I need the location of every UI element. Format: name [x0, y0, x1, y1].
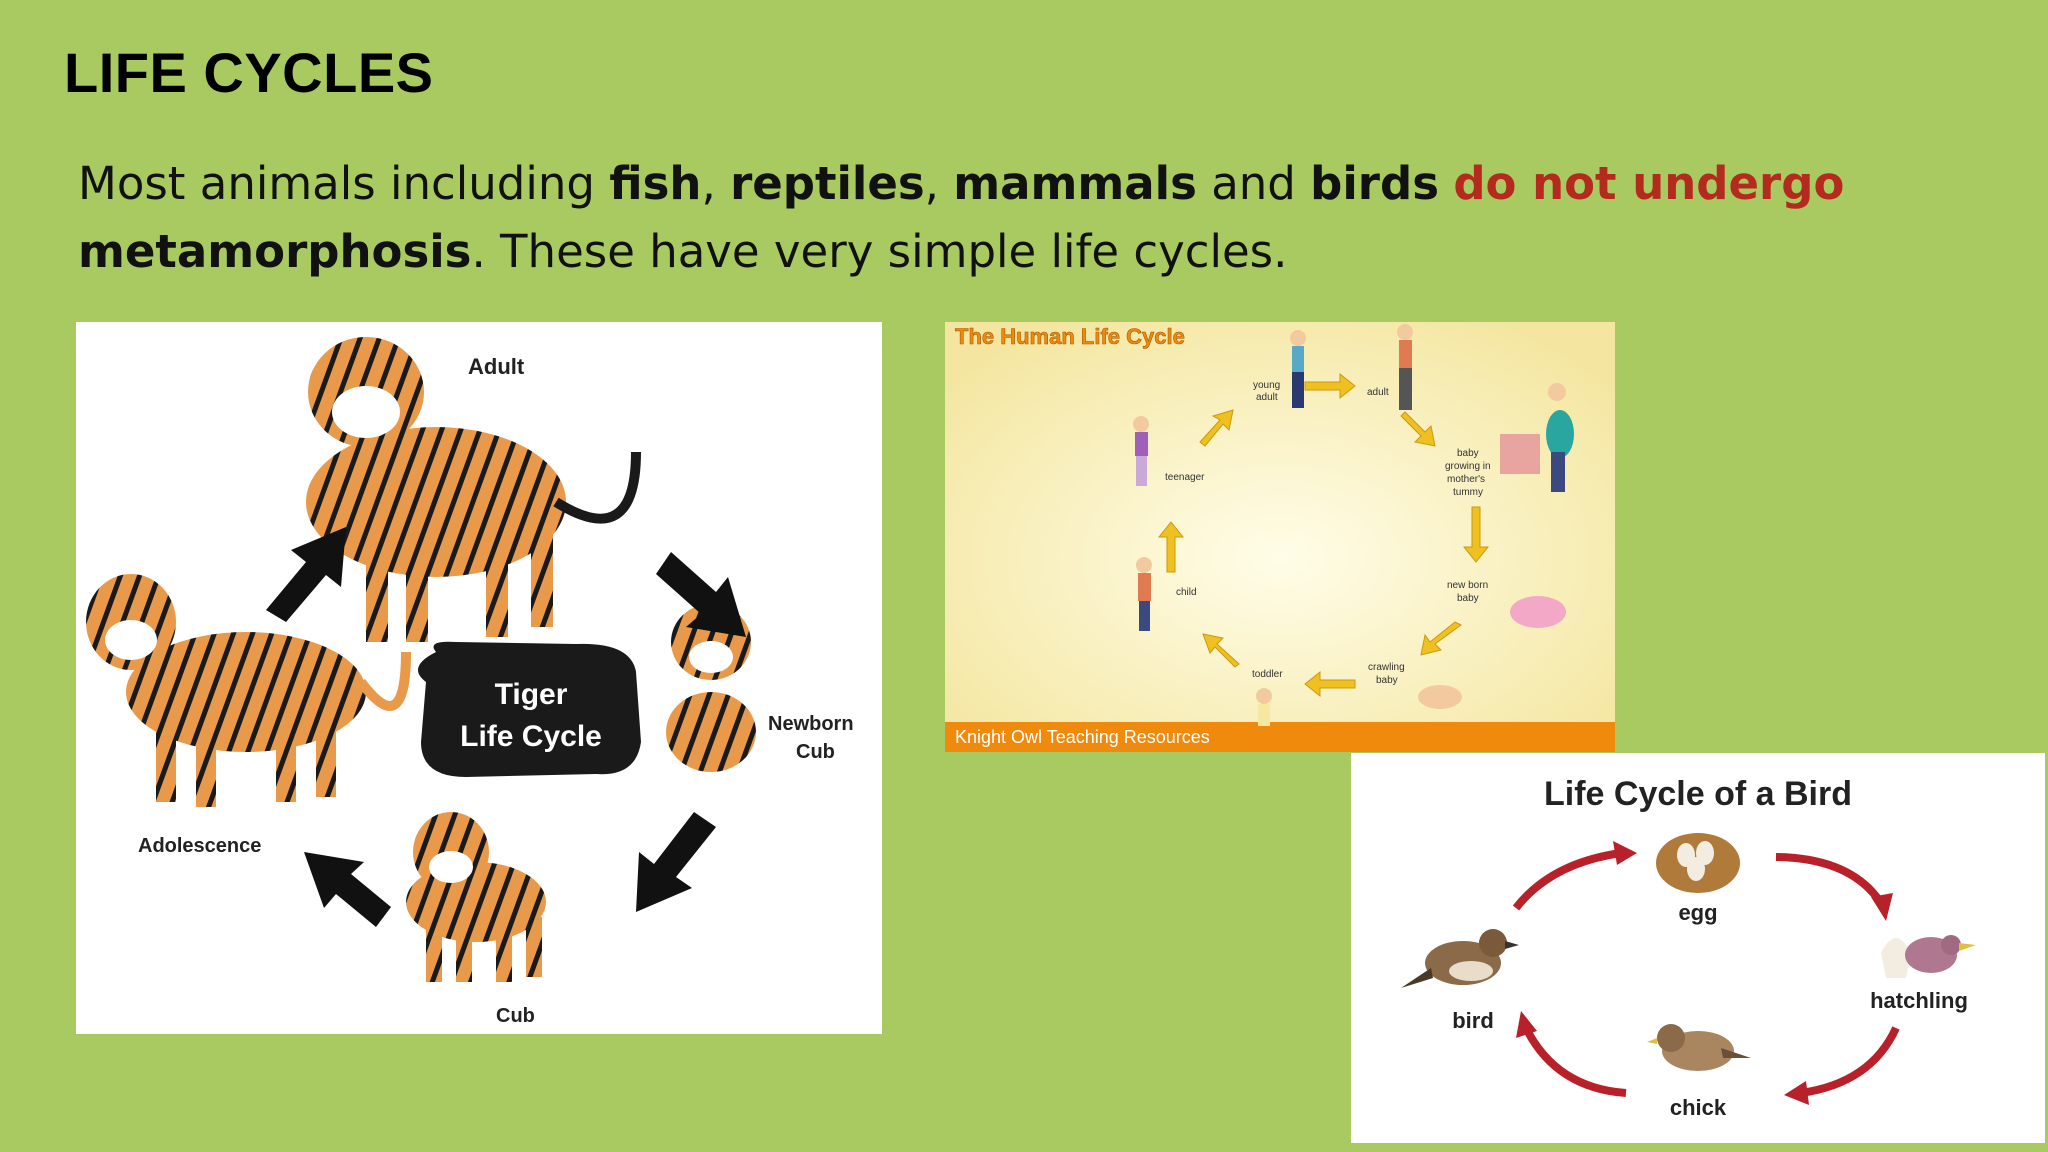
bird-stage-chick: chick: [1670, 1095, 1727, 1120]
human-stage-teenager: teenager: [1165, 472, 1205, 483]
human-stage-crawling-baby: baby: [1376, 675, 1398, 686]
intro-metamorphosis: metamorphosis: [78, 225, 472, 278]
bird-life-cycle-image: Life Cycle of a Bird egg: [1351, 753, 2045, 1143]
human-stage-child: child: [1176, 587, 1197, 598]
cycle-arrow: [266, 527, 346, 622]
bird-illustration: [1401, 929, 1519, 988]
hatchling-illustration: [1881, 935, 1976, 978]
intro-text: ,: [701, 157, 731, 210]
slide-title: LIFE CYCLES: [64, 41, 434, 104]
tiger-stage-adolescence: Adolescence: [138, 835, 261, 857]
intro-birds: birds: [1310, 157, 1439, 210]
human-stage-toddler: toddler: [1252, 669, 1283, 680]
intro-mammals: mammals: [953, 157, 1197, 210]
footer-bar: [945, 722, 1615, 752]
human-diagram: The Human Life Cycle Knight Owl Teaching…: [945, 322, 1615, 752]
tiger-center-badge: [418, 641, 641, 777]
intro-text: Most animals including: [78, 157, 610, 210]
intro-text: [1439, 157, 1453, 210]
bird-cycle-arrows: [1512, 849, 1900, 1097]
bird-stage-hatchling: hatchling: [1870, 988, 1968, 1013]
tiger-life-cycle-image: Adult Adolescence Newborn Cub: [76, 322, 882, 1034]
cycle-arrow: [656, 552, 746, 637]
adult-tiger-illustration: [306, 337, 641, 642]
bird-stage-egg: egg: [1678, 900, 1717, 925]
human-life-cycle-image: The Human Life Cycle Knight Owl Teaching…: [945, 322, 1615, 752]
intro-paragraph: Most animals including fish, reptiles, m…: [78, 150, 1938, 286]
tiger-stage-newborn: Newborn: [768, 713, 854, 735]
intro-text: and: [1196, 157, 1311, 210]
human-footer: Knight Owl Teaching Resources: [955, 727, 1210, 747]
cycle-arrow: [304, 852, 391, 927]
intro-fish: fish: [609, 157, 702, 210]
human-stage-baby: baby: [1457, 448, 1479, 459]
cub-tiger-illustration: [406, 812, 546, 982]
human-title: The Human Life Cycle: [955, 324, 1185, 349]
newborn-cub-illustration: [666, 604, 756, 772]
bird-stage-bird: bird: [1452, 1008, 1494, 1033]
chick-illustration: [1647, 1024, 1751, 1071]
tiger-stage-cub: Cub: [496, 1005, 535, 1027]
human-cycle-arrows: [1157, 372, 1490, 698]
human-stage-young: young: [1253, 380, 1280, 391]
human-stage-baby-tummy: tummy: [1453, 487, 1483, 498]
bird-title: Life Cycle of a Bird: [1544, 775, 1852, 813]
intro-reptiles: reptiles: [730, 157, 925, 210]
human-stage-adult: adult: [1367, 387, 1389, 398]
human-stage-newborn: new born: [1447, 580, 1488, 591]
tiger-diagram: Adult Adolescence Newborn Cub: [86, 337, 854, 1027]
adolescent-tiger-illustration: [86, 574, 411, 807]
human-stage-crawling: crawling: [1368, 662, 1405, 673]
human-stage-baby-growing: growing in: [1445, 461, 1491, 472]
cycle-arrow: [636, 812, 716, 912]
egg-illustration: [1656, 833, 1740, 893]
tiger-center-subtitle: Life Cycle: [460, 720, 602, 753]
tiger-stage-adult: Adult: [468, 354, 525, 379]
human-stage-baby-mothers: mother's: [1447, 474, 1485, 485]
human-figures: [1133, 324, 1574, 726]
human-stage-young-adult: adult: [1256, 392, 1278, 403]
bird-diagram: Life Cycle of a Bird egg: [1401, 775, 1976, 1120]
intro-emphasis: do not undergo: [1453, 157, 1845, 210]
intro-text: ,: [924, 157, 954, 210]
tiger-stage-newborn-cub: Cub: [796, 741, 835, 763]
tiger-center-title: Tiger: [495, 678, 568, 711]
human-stage-newborn-baby: baby: [1457, 593, 1479, 604]
intro-text: . These have very simple life cycles.: [471, 225, 1288, 278]
